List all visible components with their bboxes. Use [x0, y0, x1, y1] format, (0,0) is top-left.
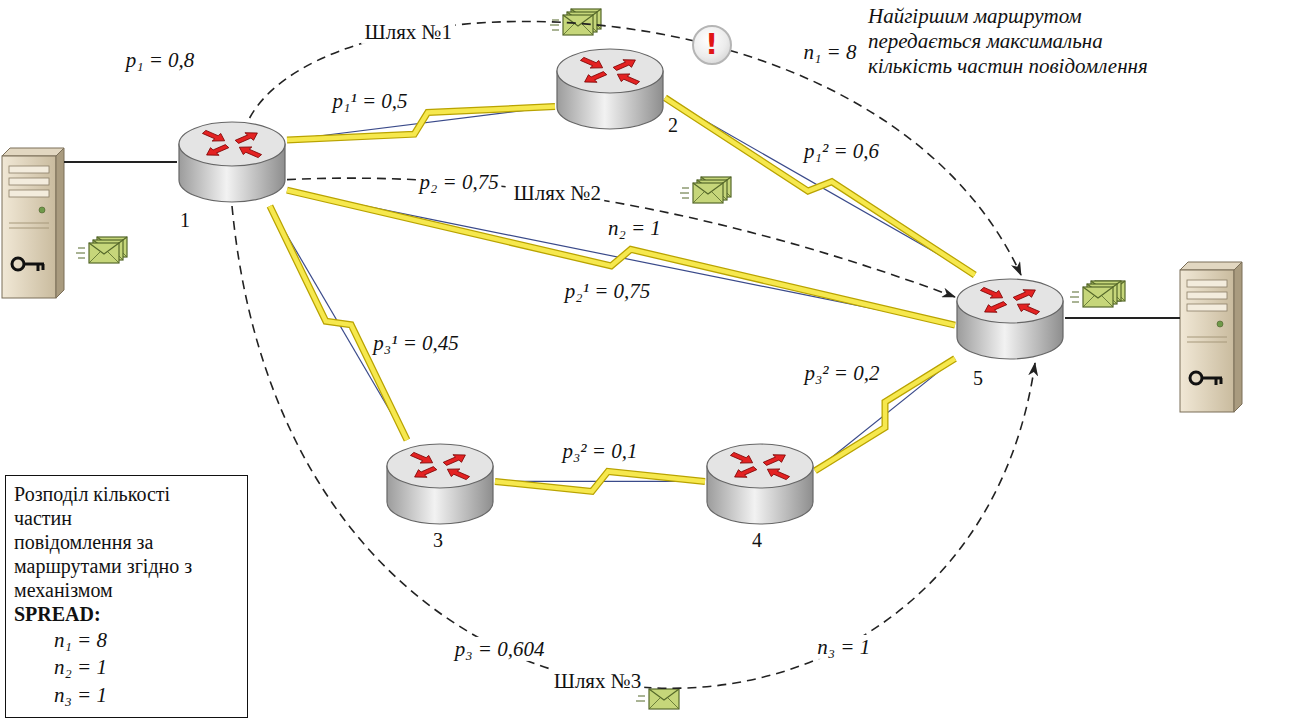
router-node: 5	[955, 275, 1065, 363]
link-probability: p₁² = 0,6	[801, 139, 882, 163]
router-icon	[955, 275, 1065, 363]
legend-formula: n₃ = 1	[54, 682, 239, 709]
radio-link	[287, 107, 555, 140]
route-value: p₂ = 0,75	[416, 170, 501, 194]
route-value: p₁ = 0,8	[123, 48, 198, 72]
router-icon	[555, 45, 665, 133]
legend-mechanism: SPREAD:	[14, 602, 239, 627]
legend-box: Розподіл кількості частин повідомлення з…	[5, 475, 248, 718]
link-probability: p₁¹ = 0,5	[330, 89, 411, 113]
message-parts	[680, 177, 731, 203]
callout-note: Найгіршим маршрутом передається максимал…	[868, 4, 1168, 80]
server-wire	[64, 161, 177, 163]
radio-link	[287, 190, 955, 325]
router-node: 3	[385, 440, 495, 528]
route-value: p₃ = 0,604	[452, 637, 548, 661]
link-probability: p₃² = 0,2	[801, 361, 882, 385]
legend-formula: n₁ = 8	[54, 627, 239, 654]
route-path	[232, 206, 1035, 688]
router-number: 3	[433, 530, 443, 550]
router-node: 2	[555, 45, 665, 133]
router-node: 4	[705, 440, 815, 528]
legend-formula: n₂ = 1	[54, 654, 239, 681]
radio-link	[270, 206, 407, 440]
router-number: 1	[180, 210, 190, 230]
radio-link	[665, 98, 975, 275]
route-value: n₁ = 8	[801, 40, 860, 64]
link-probability: p₃² = 0,1	[559, 439, 640, 463]
message-parts	[1070, 281, 1125, 307]
path-name: Шлях №1	[361, 20, 455, 44]
legend-heading: Розподіл кількості частин повідомлення з…	[14, 482, 194, 602]
path-name: Шлях №3	[551, 669, 645, 693]
router-number: 4	[752, 530, 762, 550]
link-probability: p₂¹ = 0,75	[562, 279, 654, 303]
router-node: 1	[177, 118, 287, 206]
router-number: 5	[973, 368, 983, 388]
router-icon	[705, 440, 815, 528]
route-value: n₂ = 1	[605, 216, 664, 240]
route-value: n₃ = 1	[814, 635, 873, 659]
path-name: Шлях №2	[510, 181, 604, 205]
router-icon	[385, 440, 495, 528]
server-right	[1180, 262, 1242, 412]
warning-sign: !	[692, 25, 732, 65]
link-probability: p₃¹ = 0,45	[370, 331, 462, 355]
server-left	[2, 148, 64, 298]
server-wire	[1065, 317, 1180, 319]
radio-link	[495, 471, 705, 491]
router-icon	[177, 118, 287, 206]
message-parts	[76, 237, 127, 263]
router-number: 2	[668, 115, 678, 135]
